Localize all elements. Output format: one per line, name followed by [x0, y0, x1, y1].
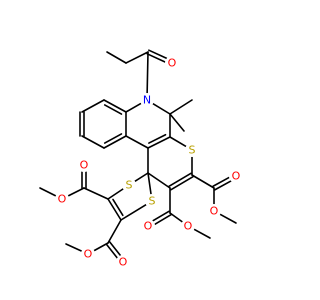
bond-N1-C6 — [152, 102, 171, 115]
bond-E4-O7 — [67, 187, 85, 197]
bond-B1-B2 — [103, 99, 127, 113]
bond-B5-B6-inner — [103, 133, 123, 144]
bond-E2-O4-a — [152, 210, 170, 222]
atom-O1: O — [165, 56, 179, 70]
bond-CH2p-Cco — [125, 51, 149, 64]
atom-S1: S — [185, 143, 199, 157]
atom-N1: N — [140, 93, 154, 107]
molecule-diagram: O N S S S O O O O O O O O — [39, 49, 243, 269]
bond-O3-Me3 — [219, 213, 237, 224]
bond-N1-B1 — [125, 102, 142, 113]
bond-C6-Me2 — [169, 113, 185, 132]
atom-O2: O — [229, 169, 243, 183]
atom-label-S3: S — [149, 195, 156, 208]
atom-label-layer: O N S S S O O O O O O O O — [55, 56, 243, 269]
bond-E5-O8-a — [105, 243, 118, 259]
bond-Csp-S3 — [147, 172, 152, 195]
bond-S2-C4d — [107, 188, 124, 200]
atom-label-S2: S — [126, 179, 133, 192]
atom-label-O8: O — [119, 256, 128, 269]
bond-CH3p-CH2p — [106, 51, 127, 64]
bond-E3-O2-b — [212, 176, 230, 188]
atom-label-O5: O — [184, 220, 193, 233]
atom-label-O2: O — [232, 170, 241, 183]
bond-Csp-S2 — [134, 172, 149, 183]
atom-O6: O — [77, 158, 91, 172]
bond-B5-B6 — [103, 135, 127, 149]
bond-S3-C5d — [120, 203, 147, 221]
bond-B6-C10b — [125, 135, 149, 149]
bond-B2-B3 — [81, 99, 105, 113]
atom-label-O6: O — [80, 159, 89, 172]
bond-O7-Me7 — [39, 187, 57, 197]
bond-Cco-O1-a — [146, 53, 166, 63]
bond-E5-O8-b — [108, 240, 122, 257]
atom-O5: O — [181, 219, 195, 233]
bond-O5-Me5 — [193, 228, 211, 239]
bond-C6-Me1 — [169, 99, 193, 115]
atom-S3: S — [145, 194, 159, 208]
bond-C3-E3 — [191, 174, 215, 189]
bond-E3-O2-a — [214, 180, 232, 191]
bond-C5d-E5 — [107, 219, 122, 244]
atom-label-O4: O — [144, 220, 153, 233]
structure-drawing: O N S S S O O O O O O O O — [39, 49, 243, 269]
atom-S2: S — [122, 178, 136, 192]
bond-C4d-C5d-inner — [112, 198, 124, 217]
bond-Cco-O1-b — [148, 49, 168, 60]
atom-O3: O — [207, 204, 221, 218]
atom-label-O9: O — [84, 248, 93, 261]
atom-label-N1: N — [143, 94, 151, 107]
atom-O4: O — [141, 219, 155, 233]
bond-C10b-C4a-inner — [148, 133, 167, 144]
atom-label-O3: O — [210, 205, 219, 218]
bond-E2-O4-b — [154, 213, 172, 225]
bond-layer — [39, 49, 237, 259]
bond-O9-Me9 — [65, 243, 83, 252]
bond-C4a-S1 — [169, 136, 187, 148]
atom-label-O7: O — [58, 193, 67, 206]
atom-O9: O — [81, 247, 95, 261]
bond-C4d-C5d — [107, 198, 122, 221]
atom-label-O1: O — [168, 57, 177, 70]
bond-C3-C2-b — [170, 175, 194, 191]
bond-C4d-E4 — [83, 187, 109, 200]
atom-label-S1: S — [189, 144, 196, 157]
bond-C3-C2-a — [168, 172, 192, 188]
bond-E2-O5 — [169, 212, 184, 223]
bond-C2-Csp — [147, 172, 171, 189]
atom-O7: O — [55, 192, 69, 206]
atom-O8: O — [116, 255, 130, 269]
bond-C10b-C4a — [147, 136, 171, 149]
bond-B1-B2-inner — [103, 104, 123, 115]
bond-E5-O9 — [93, 242, 109, 252]
bond-B4-B5 — [81, 135, 105, 149]
bond-Cco-N1 — [146, 51, 149, 94]
